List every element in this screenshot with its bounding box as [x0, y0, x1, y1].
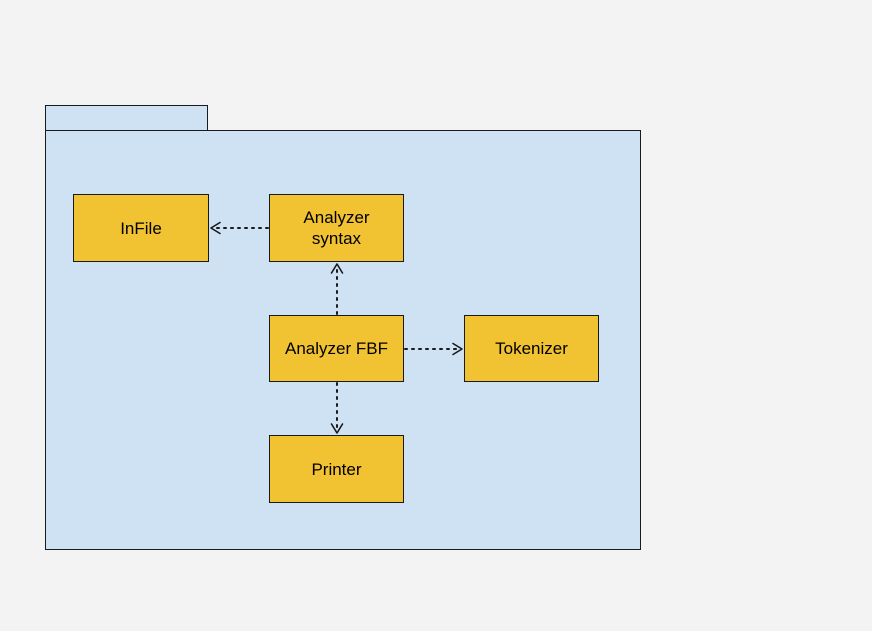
node-tokenizer: Tokenizer	[464, 315, 599, 382]
node-printer: Printer	[269, 435, 404, 503]
package-tab	[45, 105, 208, 131]
node-analyzer-fbf: Analyzer FBF	[269, 315, 404, 382]
node-analyzer-syntax: Analyzer syntax	[269, 194, 404, 262]
node-infile: InFile	[73, 194, 209, 262]
